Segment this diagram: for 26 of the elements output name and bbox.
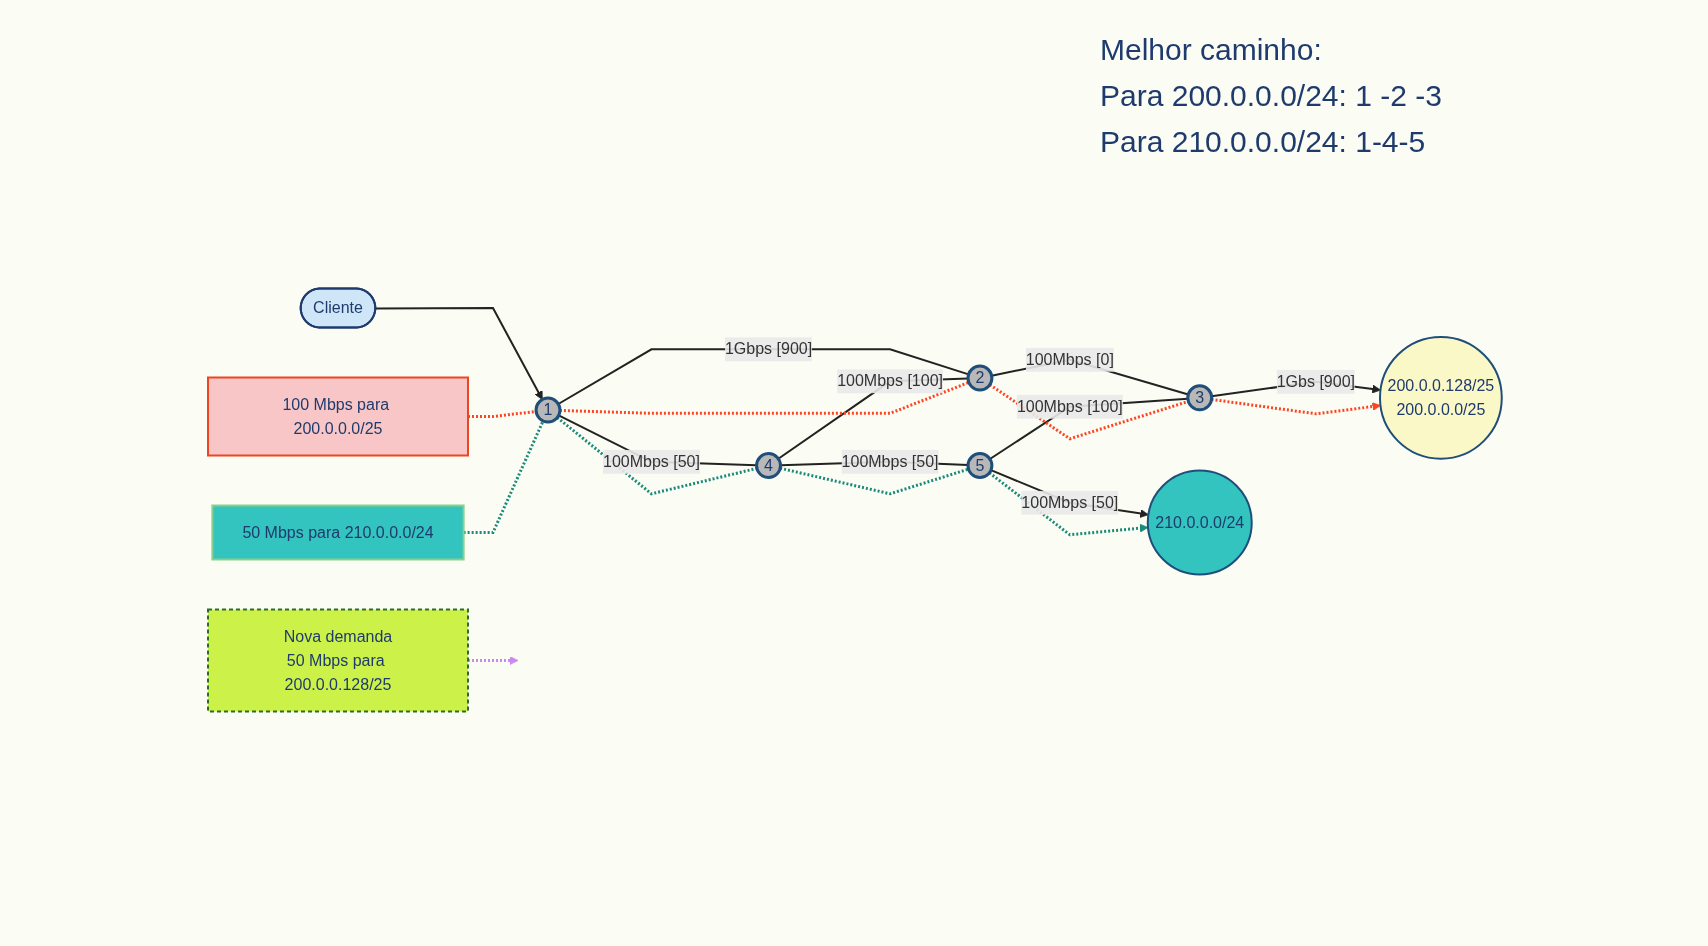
node-circle: 210.0.0.0/24 — [1146, 469, 1253, 576]
node-circle: 4 — [755, 452, 783, 479]
arrow — [990, 469, 1149, 518]
node-box: 100 Mbps para 200.0.0.0/25 — [207, 376, 470, 457]
node-circle: 200.0.0.128/25 200.0.0.0/25 — [1379, 335, 1503, 460]
connector — [557, 348, 970, 405]
node-box: 50 Mbps para 210.0.0.0/24 — [211, 504, 465, 561]
note-text: Para 210.0.0.0/24: 1-4-5 — [1100, 124, 1427, 160]
edge-label: 100Mbps [50] — [603, 452, 701, 470]
node-circle: 1 — [534, 396, 562, 424]
node-circle: 3 — [1186, 384, 1214, 412]
edge-label: 1Gbps [900] — [725, 340, 813, 358]
edge-label: 100Mbps [100] — [837, 372, 944, 390]
connector — [989, 383, 1189, 441]
edge-label: 100Mbps [50] — [1021, 493, 1119, 511]
note-text: Para 200.0.0.0/24: 1 -2 -3 — [1100, 78, 1442, 114]
arrow — [988, 471, 1149, 537]
edge-label: 1Gbs [900] — [1276, 372, 1356, 390]
edge-label: 100Mbps [0] — [1025, 350, 1114, 368]
note-heading: Melhor caminho: — [1100, 32, 1323, 68]
edge-label: 100Mbps [100] — [1017, 397, 1123, 415]
node-circle: 5 — [966, 452, 994, 479]
edge-label: 100Mbps [50] — [841, 452, 939, 470]
connector — [560, 381, 970, 415]
node-box: Nova demanda 50 Mbps para 200.0.0.128/25 — [207, 608, 470, 713]
node-circle: 2 — [966, 364, 994, 392]
